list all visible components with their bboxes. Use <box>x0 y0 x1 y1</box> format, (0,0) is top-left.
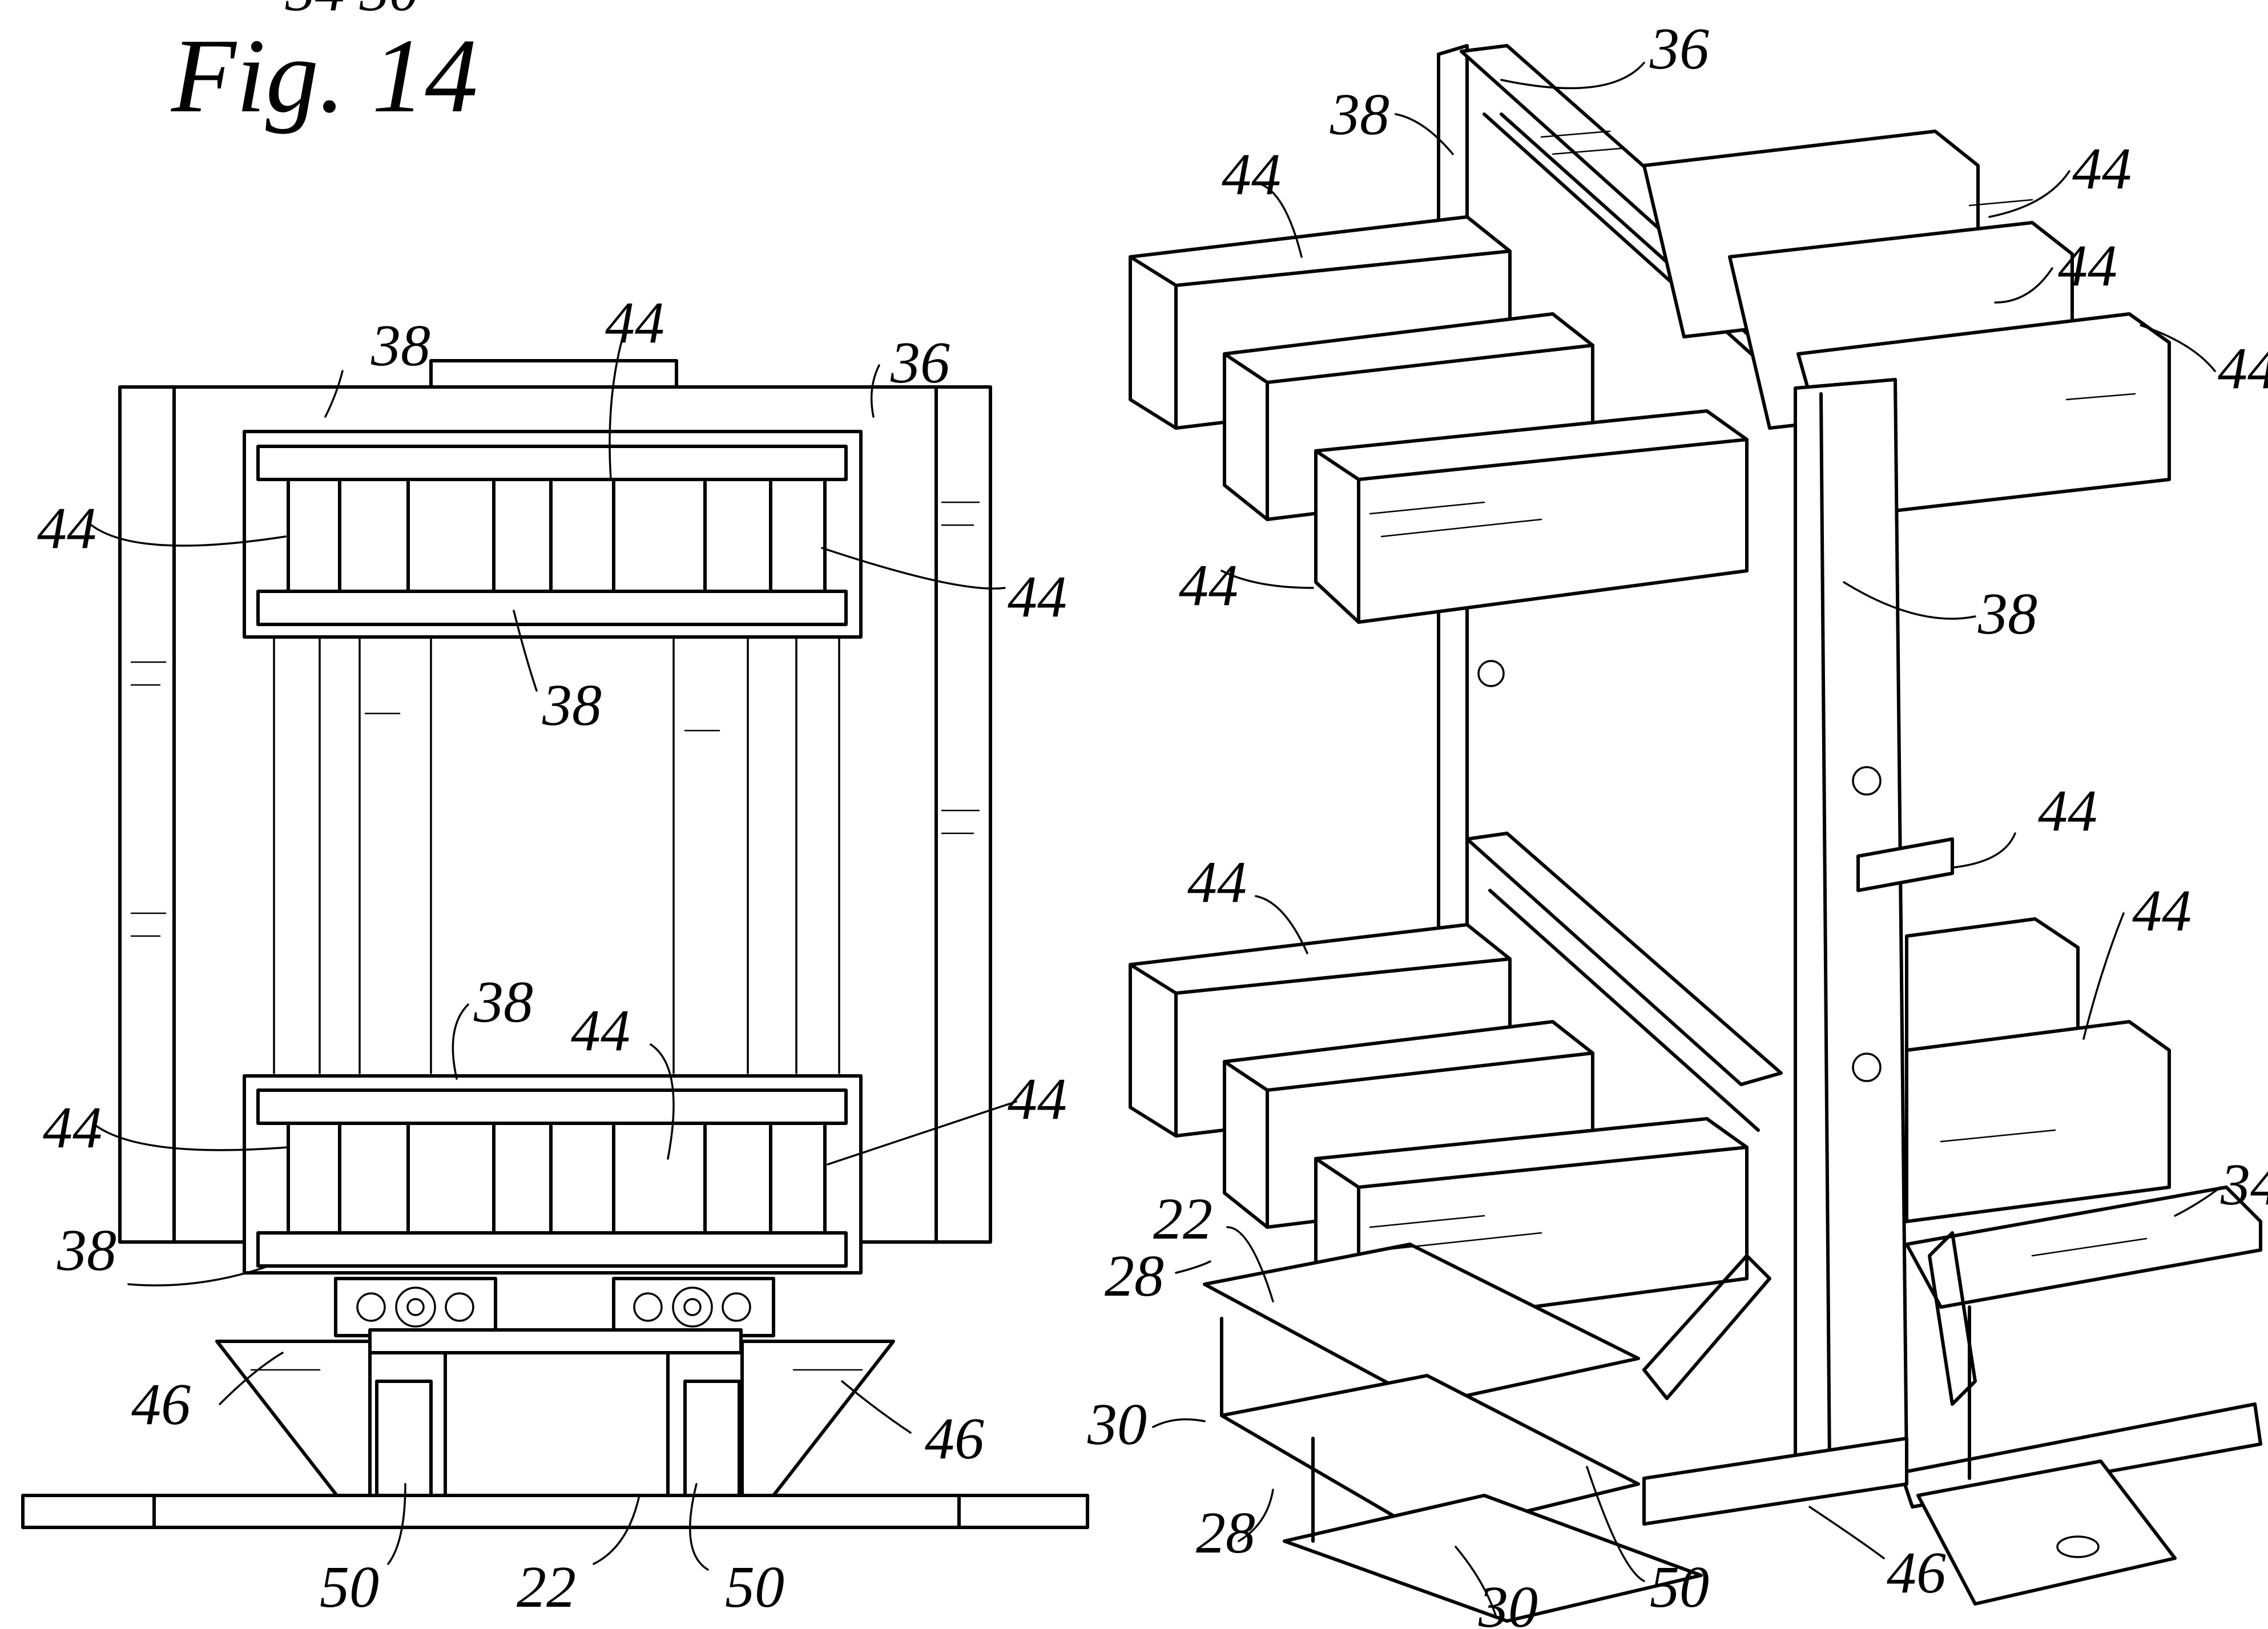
left-front-view: 38 44 36 44 44 38 38 44 44 44 38 46 46 5… <box>21 290 1089 1620</box>
upper-rail-38 <box>256 445 848 481</box>
label: 28 <box>1196 1500 1255 1566</box>
lower-rail-38 <box>256 590 848 626</box>
label: 50 <box>320 1554 379 1620</box>
label: 44 <box>2058 233 2117 299</box>
label: 44 <box>605 290 664 356</box>
label: 44 <box>1222 142 1281 207</box>
label: 38 <box>542 672 602 738</box>
figure-title: Fig. 14 <box>171 17 478 135</box>
label: 28 <box>1105 1243 1164 1309</box>
front-post <box>1794 378 1908 1471</box>
rail-i-beams <box>1203 1186 2262 1623</box>
label: 44 <box>1008 1066 1067 1132</box>
label: 34 <box>2220 1152 2268 1217</box>
upper-tubes-44 <box>287 478 827 593</box>
label: 44 <box>571 998 630 1063</box>
label: 46 <box>131 1372 191 1437</box>
label: 38 <box>1330 82 1389 147</box>
label: 38 <box>473 969 533 1035</box>
left-view-labels: 38 44 36 44 44 38 38 44 44 44 38 46 46 5… <box>37 290 1067 1620</box>
label: 44 <box>43 1095 102 1160</box>
label: 30 <box>1478 1574 1538 1629</box>
top-partial-labels: 34 30 <box>285 0 419 23</box>
right-view-labels: 36 38 44 44 44 44 38 44 44 44 44 34 22 2… <box>1087 16 2268 1629</box>
label: 44 <box>2218 336 2268 401</box>
label: 44 <box>1008 564 1067 630</box>
label: 44 <box>2072 136 2132 201</box>
label: 44 <box>1187 849 1247 915</box>
rail-base <box>21 1277 1089 1529</box>
label: 44 <box>1179 553 1238 618</box>
label: 38 <box>370 313 430 378</box>
label: 22 <box>517 1554 576 1620</box>
label: 50 <box>1650 1554 1709 1620</box>
label: 22 <box>1153 1186 1212 1252</box>
label: 36 <box>1649 16 1709 82</box>
lower-tubes-44 <box>287 1122 827 1235</box>
label: 38 <box>1977 581 2037 647</box>
label: 44 <box>2038 778 2097 844</box>
label: 46 <box>925 1406 984 1471</box>
label: 38 <box>57 1217 116 1283</box>
label: 30 <box>1087 1392 1147 1457</box>
shoe-50 <box>375 1380 433 1497</box>
label: 50 <box>725 1554 784 1620</box>
right-perspective-view: 36 38 44 44 44 44 38 44 44 44 44 34 22 2… <box>1087 16 2268 1629</box>
label: 44 <box>2132 878 2192 943</box>
label: 44 <box>37 495 96 561</box>
label: 46 <box>1887 1540 1946 1606</box>
label: 36 <box>890 330 950 396</box>
